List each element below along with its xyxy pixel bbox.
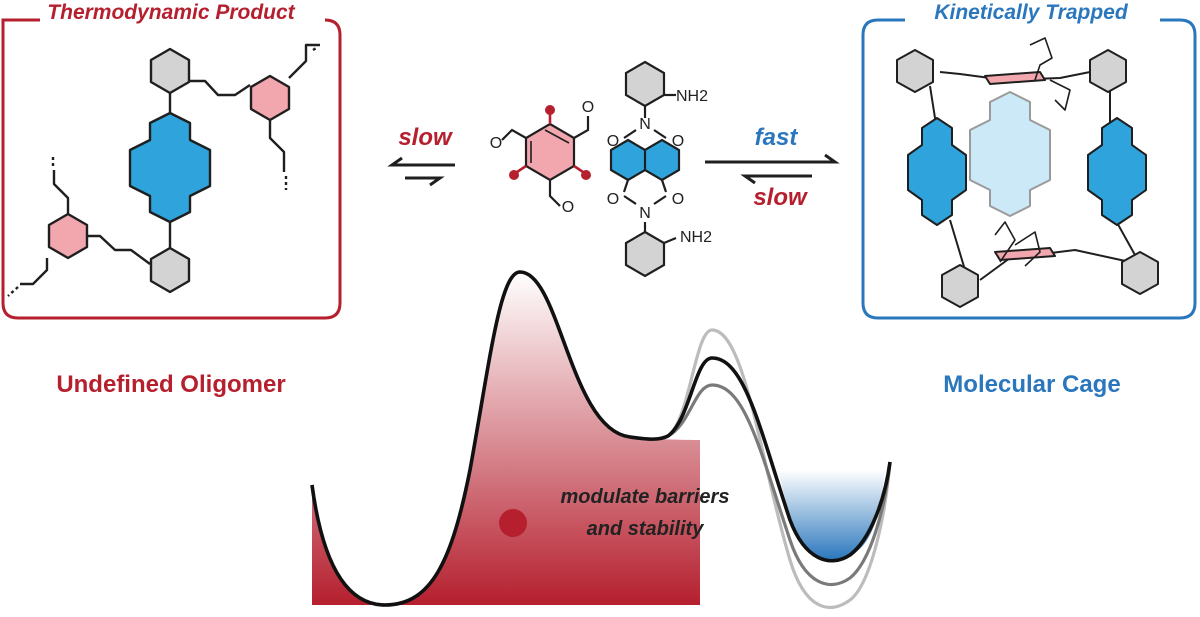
left-product-label: Undefined Oligomer <box>56 371 285 398</box>
right-product-box: Kinetically Trapped <box>861 1 1197 398</box>
chain-end <box>7 286 19 297</box>
oxygen-label: O <box>672 133 684 150</box>
left-box-title: Thermodynamic Product <box>47 1 295 24</box>
left-product-box: Thermodynamic Product Undefined Olig <box>1 1 342 398</box>
oxygen-label: O <box>672 191 684 208</box>
aldehyde <box>501 128 527 141</box>
methyl-dot <box>545 105 555 115</box>
legend-dot <box>499 509 527 537</box>
linker-chain <box>88 234 151 265</box>
aldehyde-molecule: O O O <box>490 99 594 216</box>
right-product-label: Molecular Cage <box>943 371 1120 398</box>
linker-chain <box>190 79 251 97</box>
gray-hexagon <box>1089 49 1127 93</box>
amine-label: NH2 <box>676 88 708 105</box>
cage-edge <box>949 219 966 271</box>
cage-cyclohexyl <box>994 221 1016 263</box>
amine-label: NH2 <box>680 229 712 246</box>
oxygen-label: O <box>582 99 594 116</box>
cage-back-panel <box>969 91 1051 217</box>
chain <box>52 170 70 214</box>
blue-core <box>128 111 212 224</box>
methyl-dot <box>581 170 591 180</box>
gray-hexagon <box>896 49 934 93</box>
oligomer-structure <box>7 43 320 297</box>
right-arrow-back <box>740 174 812 185</box>
right-arrow-forward <box>705 153 840 164</box>
right-equilibrium: fast slow <box>705 124 840 211</box>
cage-cyclohexyl <box>1049 79 1071 111</box>
oxygen-label: O <box>607 191 619 208</box>
left-equilibrium: slow <box>387 124 455 187</box>
gray-hexagon <box>941 264 979 308</box>
aldehyde <box>548 180 561 207</box>
right-box-title: Kinetically Trapped <box>934 1 1129 24</box>
gray-hexagon <box>1121 251 1159 295</box>
energy-curve-main <box>310 270 892 607</box>
cage-cyclohexyl <box>1029 37 1053 81</box>
cage-blue-panel <box>907 117 967 226</box>
energy-landscape: modulate barriers and stability <box>310 270 892 609</box>
oxygen-label: O <box>562 199 574 216</box>
legend-line-2: and stability <box>587 518 705 540</box>
methyl-dot <box>509 170 519 180</box>
right-slow-rate: slow <box>753 184 808 211</box>
right-well-fill <box>778 470 885 560</box>
chain <box>288 43 320 79</box>
legend-line-1: modulate barriers <box>561 486 730 508</box>
cage-structure <box>896 37 1159 308</box>
chain <box>20 258 49 286</box>
nitrogen-label: N <box>639 116 651 133</box>
cage-linker-pink <box>994 247 1056 261</box>
gray-hexagon <box>149 47 191 95</box>
pink-hexagon <box>47 212 89 260</box>
cage-linker-pink <box>984 71 1046 85</box>
left-arrow-forward <box>405 176 445 187</box>
right-fast-rate: fast <box>755 124 799 151</box>
left-well-fill <box>312 272 700 605</box>
nitrogen-label: N <box>639 205 651 222</box>
pink-hexagon <box>249 74 291 122</box>
chain <box>268 120 286 172</box>
oxygen-label: O <box>490 135 502 152</box>
left-arrow-back <box>387 156 455 167</box>
gray-hexagon <box>149 246 191 294</box>
cage-blue-panel <box>1087 117 1147 226</box>
left-slow-rate: slow <box>398 124 453 151</box>
cage-cyclohexyl <box>1014 231 1041 267</box>
aldehyde <box>573 116 590 139</box>
chain-end <box>312 45 319 52</box>
diimide-molecule: NH2 N O O O O N NH2 <box>607 60 712 278</box>
